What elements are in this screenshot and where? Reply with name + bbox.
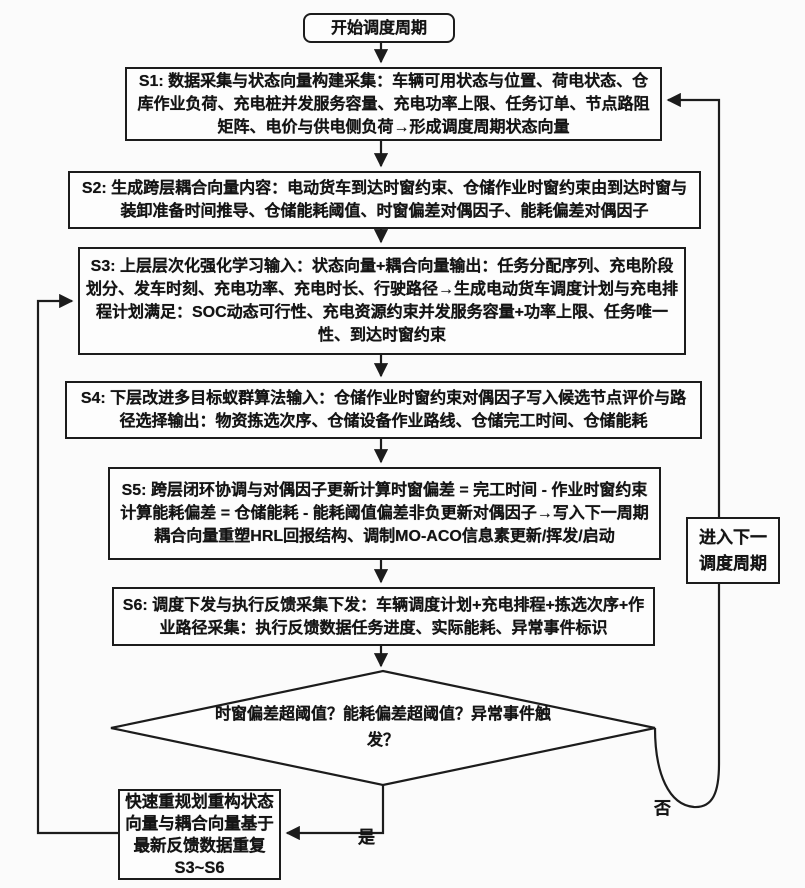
next-cycle-node: 进入下一调度周期 — [686, 517, 780, 584]
step-s3-node: S3: 上层层次化强化学习输入：状态向量+耦合向量输出：任务分配序列、充电阶段划… — [78, 247, 686, 355]
yes-label: 是 — [358, 828, 375, 847]
step-s5-node: S5: 跨层闭环协调与对偶因子更新计算时窗偏差 = 完工时间 - 作业时窗约束计… — [108, 467, 661, 560]
step-s6-node: S6: 调度下发与执行反馈采集下发：车辆调度计划+充电排程+拣选次序+作业路径采… — [112, 587, 655, 646]
step-s2-node: S2: 生成跨层耦合向量内容：电动货车到达时窗约束、仓储作业时窗约束由到达时窗与… — [68, 171, 701, 229]
no-label: 否 — [654, 799, 671, 818]
decision-text: 时窗偏差超阈值？能耗偏差超阈值？异常事件触发？ — [214, 706, 551, 749]
step-s4-node: S4: 下层改进多目标蚁群算法输入：仓储作业时窗约束对偶因子写入候选节点评价与路… — [65, 381, 702, 439]
start-node: 开始调度周期 — [303, 13, 455, 43]
replan-node: 快速重规划重构状态向量与耦合向量基于最新反馈数据重复S3~S6 — [118, 789, 281, 880]
step-s1-node: S1: 数据采集与状态向量构建采集：车辆可用状态与位置、荷电状态、仓库作业负荷、… — [125, 67, 662, 141]
